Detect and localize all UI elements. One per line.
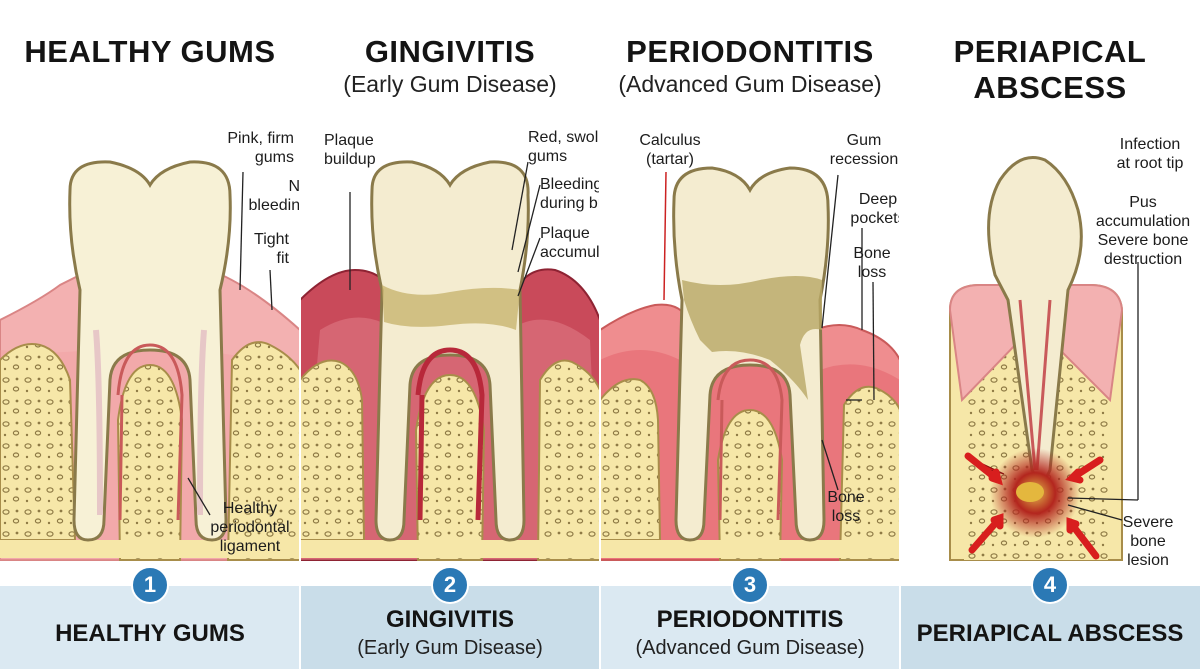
panel-title: HEALTHY GUMS [24,34,276,69]
panel-title: GINGIVITIS [364,34,536,69]
label-deep-pockets: Deep pockets [850,191,900,227]
label-plaque-buildup: Plaque buildup [324,132,376,168]
panel-subtitle: (Advanced Gum Disease) [618,71,882,97]
bottom-subtitle: (Early Gum Disease) [357,637,543,659]
label-red-swollen-gums: Red, swollen gums [528,129,600,165]
bottom-title: PERIAPICAL ABSCESS [916,620,1184,647]
abscess-tooth-illustration [948,156,1139,561]
label-pus-accumulation: Pus accumulation Severe bone destruction [1095,194,1191,268]
gingivitis-tooth-illustration [300,160,600,561]
panel-title: PERIAPICAL ABSCESS [953,34,1147,105]
step-number-badge: 3 [731,566,769,604]
step-number-badge: 1 [131,566,169,604]
label-infection-root-tip: Infection at root tip [1116,136,1184,172]
label-tight-fit: Tight fit [254,231,289,267]
periodontitis-tooth-illustration [600,166,900,561]
panel-gingivitis: GINGIVITIS (Early Gum Disease) Plaque bu… [300,0,600,669]
label-bone-loss-upper: Bone loss [853,245,891,281]
label-pink-firm-gums: Pink, firm gums [227,130,294,166]
bottom-subtitle: (Advanced Gum Disease) [635,637,865,659]
panel-title: PERIODONTITIS [626,34,874,69]
label-severe-bone-lesion: Severe bone lesion [1122,514,1174,569]
bottom-title: GINGIVITIS [385,606,514,633]
label-bone-loss-lower: Bone loss [827,489,865,525]
panel-periapical-abscess: PERIAPICAL ABSCESS Infection at root tip… [900,0,1200,669]
label-bleeding-brushing: Bleeding during brushing [540,176,600,212]
label-calculus-tartar: Calculus (tartar) [639,132,701,168]
bottom-title: PERIODONTITIS [656,606,844,633]
panel-healthy-gums: HEALTHY GUMS Pink, firm gums No bleeding… [0,0,300,669]
panel-divider [299,0,301,669]
healthy-tooth-illustration [0,160,300,561]
step-number-badge: 2 [431,566,469,604]
label-healthy-ligament: Healthy periodontal ligament [210,500,290,555]
bottom-title: HEALTHY GUMS [55,620,245,647]
step-number-badge: 4 [1031,566,1069,604]
panel-subtitle: (Early Gum Disease) [343,71,557,97]
panel-periodontitis: PERIODONTITIS (Advanced Gum Disease) Cal… [600,0,900,669]
panel-divider [899,0,901,669]
label-no-bleeding: No bleeding [248,178,301,214]
panel-divider [599,0,601,669]
label-plaque-accumulation: Plaque accumulation [540,225,600,261]
label-gum-recession: Gum recession [829,132,899,168]
